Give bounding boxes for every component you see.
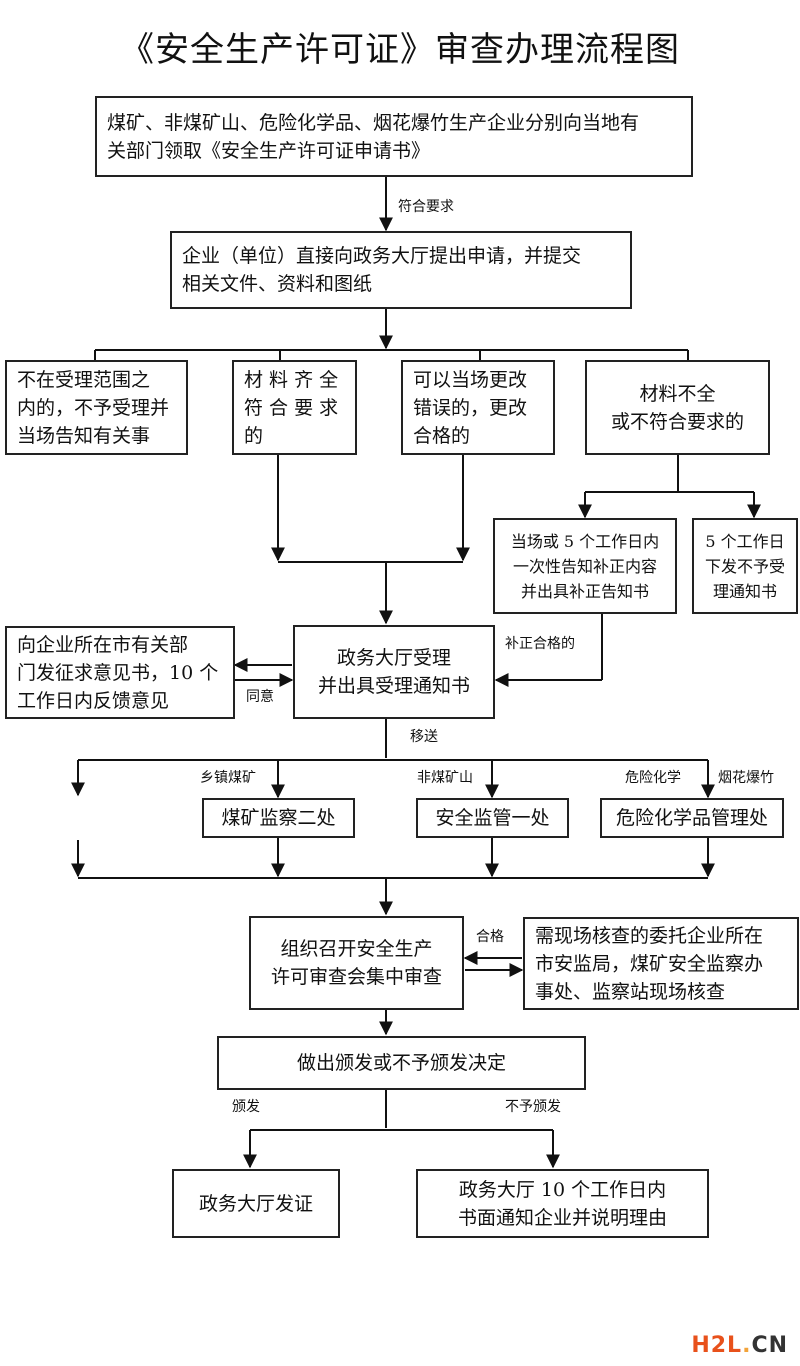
consult-node: 向企业所在市有关部 门发征求意见书，10 个 工作日内反馈意见	[5, 626, 235, 719]
coal-office-node: 煤矿监察二处	[202, 798, 355, 838]
label-agree: 同意	[246, 689, 274, 705]
site-watermark-logo: H2L.CN	[691, 1333, 788, 1358]
complete-line: 材 料 齐 全	[244, 368, 339, 391]
correctable-line: 可以当场更改	[413, 368, 528, 391]
safety-office-node: 安全监管一处	[416, 798, 569, 838]
apply-node: 企业（单位）直接向政务大厅提出申请，并提交 相关文件、资料和图纸	[170, 231, 632, 309]
decision-line: 做出颁发或不予颁发决定	[296, 1052, 506, 1074]
chem-office-node: 危险化学品管理处	[600, 798, 784, 838]
reject-5days-line: 5 个工作日	[705, 531, 785, 551]
watermark-dot: .	[742, 1333, 752, 1358]
incomplete-line: 材料不全	[639, 382, 716, 405]
hall-accept-node: 政务大厅受理 并出具受理通知书	[293, 625, 495, 719]
review-line: 组织召开安全生产	[280, 938, 433, 960]
label-township-coal: 乡镇煤矿	[200, 770, 256, 786]
issue-line: 政务大厅发证	[198, 1192, 313, 1215]
complete-line: 的	[244, 424, 264, 447]
site-check-line: 市安监局，煤矿安全监察办	[535, 952, 764, 975]
page-title: 《安全生产许可证》审查办理流程图	[120, 30, 680, 70]
reject-5days-node: 5 个工作日 下发不予受 理通知书	[692, 518, 798, 614]
incomplete-node: 材料不全 或不符合要求的	[585, 360, 770, 455]
issue-node: 政务大厅发证	[172, 1169, 340, 1238]
correctable-line: 合格的	[413, 424, 471, 447]
label-fireworks: 烟花爆竹	[718, 770, 774, 786]
notify-5days-node: 当场或 5 个工作日内 一次性告知补正内容 并出具补正告知书	[493, 518, 677, 614]
watermark-h: H	[691, 1333, 711, 1358]
start-node-line: 关部门领取《安全生产许可证申请书》	[107, 139, 431, 162]
out-of-scope-line: 内的，不予受理并	[17, 396, 170, 419]
correctable-node: 可以当场更改 错误的，更改 合格的	[401, 360, 555, 455]
complete-line: 符 合 要 求	[244, 396, 339, 419]
not-issue-line: 政务大厅 10 个工作日内	[458, 1178, 667, 1201]
label-non-coal: 非煤矿山	[417, 770, 473, 786]
label-meets: 符合要求	[398, 199, 454, 215]
out-of-scope-node: 不在受理范围之 内的，不予受理并 当场告知有关事	[5, 360, 188, 455]
chem-office-line: 危险化学品管理处	[615, 807, 768, 829]
site-check-line: 需现场核查的委托企业所在	[535, 924, 764, 947]
out-of-scope-line: 不在受理范围之	[17, 368, 151, 391]
watermark-l: L	[727, 1333, 743, 1358]
correctable-line: 错误的，更改	[413, 396, 528, 419]
start-node-line: 煤矿、非煤矿山、危险化学品、烟花爆竹生产企业分别向当地有	[107, 111, 640, 134]
coal-office-line: 煤矿监察二处	[221, 807, 336, 829]
site-check-node: 需现场核查的委托企业所在 市安监局，煤矿安全监察办 事处、监察站现场核查	[523, 917, 799, 1010]
incomplete-line: 或不符合要求的	[610, 410, 744, 433]
reject-5days-line: 下发不予受	[704, 556, 785, 576]
notify-5days-line: 当场或 5 个工作日内	[510, 531, 660, 551]
consult-line: 门发征求意见书，10 个	[17, 661, 219, 684]
label-hazardous-chem: 危险化学	[625, 770, 681, 786]
hall-accept-line: 并出具受理通知书	[317, 675, 470, 697]
not-issue-line: 书面通知企业并说明理由	[457, 1206, 667, 1229]
label-not-issue: 不予颁发	[505, 1099, 561, 1115]
complete-node: 材 料 齐 全 符 合 要 求 的	[232, 360, 357, 455]
notify-5days-line: 并出具补正告知书	[520, 581, 649, 601]
start-node: 煤矿、非煤矿山、危险化学品、烟花爆竹生产企业分别向当地有 关部门领取《安全生产许…	[95, 96, 693, 177]
review-node: 组织召开安全生产 许可审查会集中审查	[249, 916, 464, 1010]
decision-node: 做出颁发或不予颁发决定	[217, 1036, 586, 1090]
watermark-cn: CN	[751, 1333, 788, 1358]
hall-accept-line: 政务大厅受理	[336, 647, 451, 669]
label-qualified: 合格	[476, 929, 504, 945]
out-of-scope-line: 当场告知有关事	[17, 424, 151, 447]
consult-line: 工作日内反馈意见	[17, 689, 170, 712]
notify-5days-line: 一次性告知补正内容	[512, 556, 657, 576]
label-issue: 颁发	[232, 1099, 260, 1115]
site-check-line: 事处、监察站现场核查	[535, 980, 726, 1003]
apply-node-line: 企业（单位）直接向政务大厅提出申请，并提交	[182, 245, 582, 267]
review-line: 许可审查会集中审查	[270, 966, 442, 988]
consult-line: 向企业所在市有关部	[17, 633, 189, 656]
not-issue-node: 政务大厅 10 个工作日内 书面通知企业并说明理由	[416, 1169, 709, 1238]
reject-5days-line: 理通知书	[712, 581, 777, 601]
label-corrected-ok: 补正合格的	[505, 636, 575, 652]
apply-node-line: 相关文件、资料和图纸	[182, 273, 373, 295]
safety-office-line: 安全监管一处	[435, 807, 550, 829]
watermark-two: 2	[710, 1333, 728, 1358]
label-transfer: 移送	[410, 729, 438, 745]
